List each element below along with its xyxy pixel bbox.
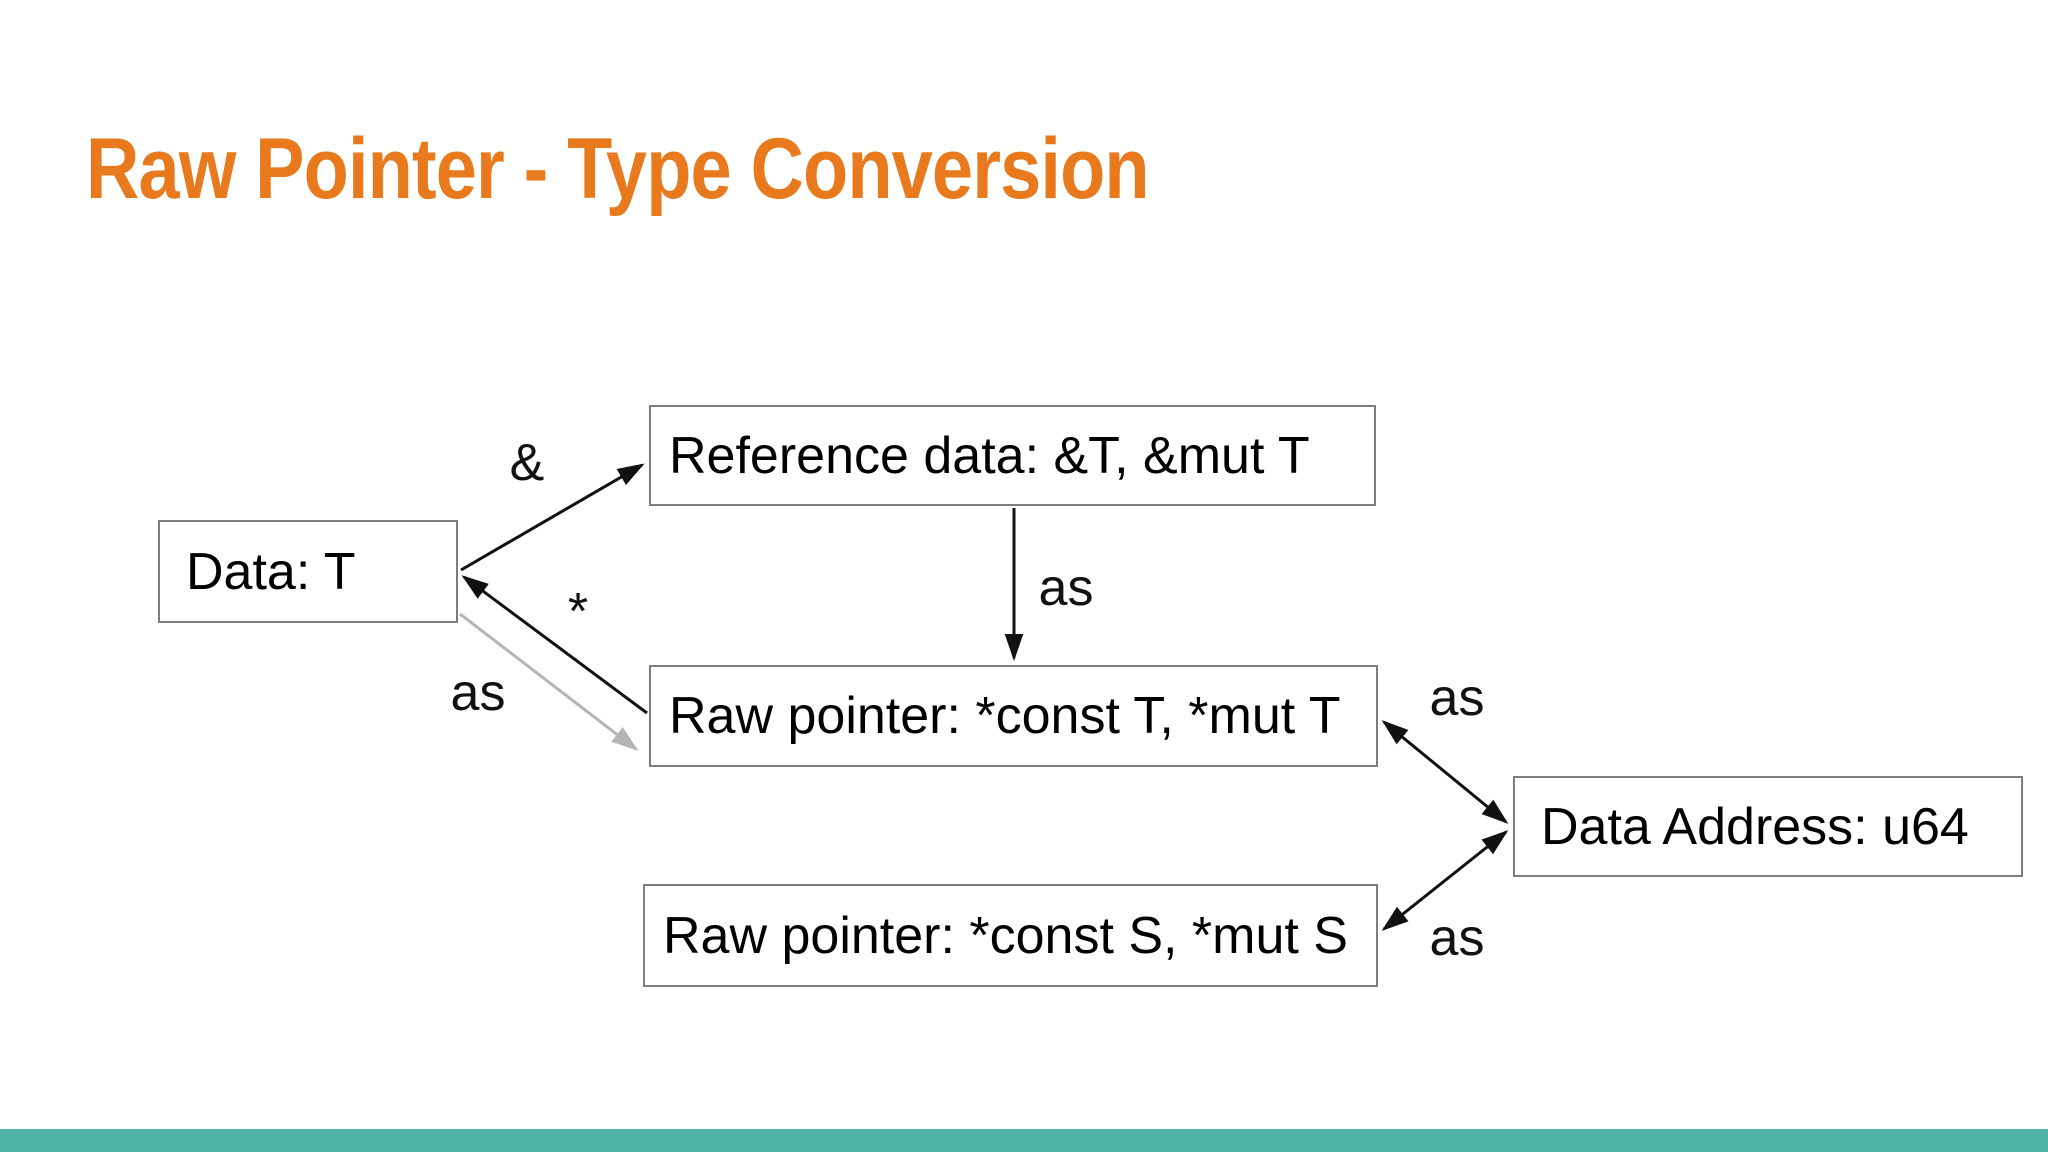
edge-label-reference-op: & (509, 434, 545, 492)
edge-label-raw-t-to-address: as (1429, 669, 1485, 727)
node-raw-pointer-s: Raw pointer: *const S, *mut S (643, 884, 1378, 987)
node-data-address: Data Address: u64 (1513, 776, 2023, 877)
arrow-raw-t-to-address (1381, 720, 1509, 824)
accent-bar (0, 1129, 2048, 1152)
slide-title: Raw Pointer - Type Conversion (86, 121, 1150, 217)
arrow-data-to-reference (460, 463, 645, 572)
edge-label-data-to-raw: as (450, 664, 506, 722)
node-data-t: Data: T (158, 520, 458, 623)
edge-label-deref-op: * (567, 583, 589, 641)
node-raw-pointer-t: Raw pointer: *const T, *mut T (649, 665, 1378, 767)
edge-label-raw-s-to-address: as (1429, 909, 1485, 967)
edge-label-reference-to-raw: as (1038, 559, 1094, 617)
node-reference-data: Reference data: &T, &mut T (649, 405, 1376, 506)
